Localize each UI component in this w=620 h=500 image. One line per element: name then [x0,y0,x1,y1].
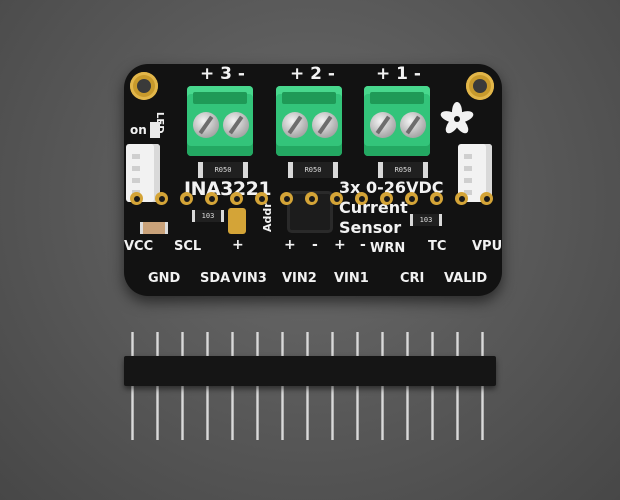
header-pin [406,386,409,440]
terminal-block-3 [187,86,253,156]
header-pin [431,332,434,358]
subtitle-line-2: Current [339,198,408,217]
header-pin [181,332,184,358]
header-pin [206,332,209,358]
header-pin [331,386,334,440]
pin-label-vcc: VCC [124,239,154,254]
header-pad [180,192,193,205]
channel-label-3: + 3 - [200,64,245,84]
screw-icon [370,112,396,138]
header-pin [381,332,384,358]
header-pin [281,386,284,440]
header-pad [205,192,218,205]
header-pad [255,192,268,205]
screw-icon [312,112,338,138]
header-pin [431,386,434,440]
header-pin [256,386,259,440]
header-pad [230,192,243,205]
pin-label-tc: TC [428,239,447,254]
terminal-block-1 [364,86,430,156]
header-pad [380,192,393,205]
mounting-hole-top-right [466,72,494,100]
header-pad [330,192,343,205]
pin-label-minus-1: - [360,237,366,253]
header-pin [181,386,184,440]
header-pin [456,386,459,440]
header-pin [306,332,309,358]
header-pin [406,332,409,358]
pin-header-strip [124,356,496,386]
header-pin [156,386,159,440]
header-pad [355,192,368,205]
header-pin [456,332,459,358]
header-pin [256,332,259,358]
header-pad [305,192,318,205]
header-pin [356,386,359,440]
small-resistor-right: 103 [410,214,442,226]
header-pin [231,332,234,358]
screw-icon [193,112,219,138]
header-pin [481,332,484,358]
screw-icon [223,112,249,138]
header-pad [130,192,143,205]
on-label: on [130,123,147,137]
header-pin [206,386,209,440]
pin-label-cri: CRI [400,271,425,286]
subtitle-line-1: 3x 0-26VDC [339,178,444,197]
mounting-hole-top-left [130,72,158,100]
header-pad [430,192,443,205]
led-component [150,122,160,138]
stemma-connector-left [126,144,160,202]
channel-label-2: + 2 - [290,64,335,84]
pin-label-vin2: VIN2 [282,271,317,286]
header-pad [405,192,418,205]
header-pin [356,332,359,358]
subtitle-line-3: Sensor [339,218,402,237]
pin-label-minus-2: - [312,237,318,253]
pin-label-plus-1: + [334,237,346,253]
capacitor [140,222,168,234]
pin-label-vin3: VIN3 [232,271,267,286]
header-pin [131,386,134,440]
channel-label-1: + 1 - [376,64,421,84]
header-pin [231,386,234,440]
header-pad [455,192,468,205]
pin-label-vpu: VPU [472,239,503,254]
pin-label-sda: SDA [200,271,231,286]
address-jumper-pad [228,208,246,234]
pin-label-vin1: VIN1 [334,271,369,286]
header-pin [481,386,484,440]
header-pin [306,386,309,440]
terminal-block-2 [276,86,342,156]
header-pad [480,192,493,205]
pin-label-gnd: GND [148,271,181,286]
header-pin [281,332,284,358]
screw-icon [282,112,308,138]
pin-label-plus-2: + [284,237,296,253]
header-pin [156,332,159,358]
small-resistor-left: 103 [192,210,224,222]
pin-label-plus-3: + [232,237,244,253]
addr-label: Addr [261,202,274,232]
adafruit-flower-logo [440,102,474,134]
shunt-resistor-3: R050 [198,162,248,178]
pin-label-wrn: WRN [370,241,406,256]
header-pad [280,192,293,205]
screw-icon [400,112,426,138]
header-pin [331,332,334,358]
header-pin [131,332,134,358]
pin-label-valid: VALID [444,271,488,286]
header-pin [381,386,384,440]
header-pad [155,192,168,205]
shunt-resistor-1: R050 [378,162,428,178]
pin-label-scl: SCL [174,239,202,254]
stemma-connector-right [458,144,492,202]
shunt-resistor-2: R050 [288,162,338,178]
